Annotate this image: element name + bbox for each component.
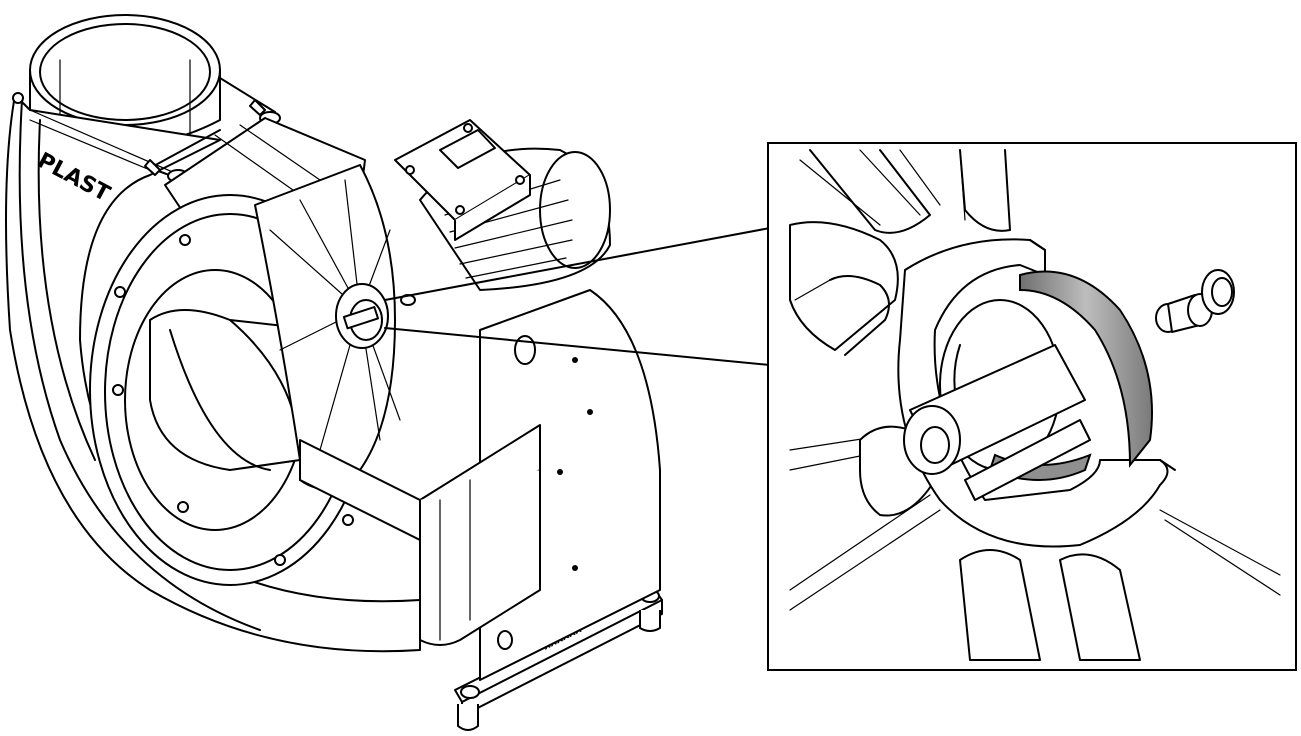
- housing-cutaway-bottom: [299, 424, 541, 646]
- seal-ring: [1019, 270, 1153, 468]
- centrifugal-fan-assembly: XXXXXX: [5, 14, 663, 731]
- volute-housing: PLAST: [5, 77, 421, 653]
- set-screw: [1155, 269, 1235, 333]
- detail-view: [767, 142, 1297, 671]
- electric-motor: [394, 119, 611, 291]
- callout-leader-lines: [384, 227, 771, 366]
- shaft: [903, 344, 1091, 501]
- impeller-hub: [335, 283, 416, 349]
